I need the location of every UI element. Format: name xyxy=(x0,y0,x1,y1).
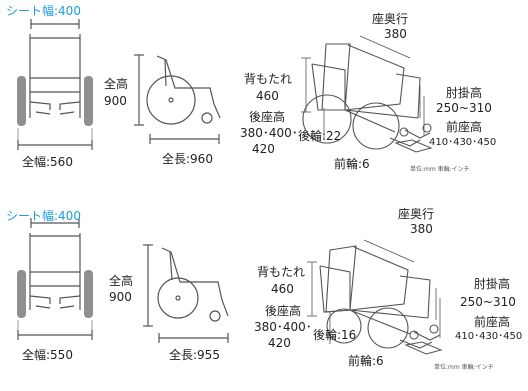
seat-width-label: シート幅:400 xyxy=(6,209,81,223)
unit-note: 単位:mm 車輪:インチ xyxy=(410,166,470,173)
side-view-drawing xyxy=(143,244,229,343)
seat-height-values: 380･400･ xyxy=(254,320,312,334)
seat-depth-label: 座奥行 xyxy=(398,207,435,221)
seat-height-label: 後座高 xyxy=(249,110,286,124)
armrest-height-value: 250~310 xyxy=(460,295,516,309)
armrest-height-label: 肘掛高 xyxy=(446,86,483,100)
front-seat-height-label: 前座高 xyxy=(474,315,511,329)
total-height-value: 900 xyxy=(109,290,132,304)
wheelchair-spec-panel-1: シート幅:400 全幅:560 全高 900 全長:960 座奥行 380 背も… xyxy=(0,0,528,190)
full-width-label: 全幅:560 xyxy=(22,155,73,169)
total-height-label: 全高 xyxy=(109,274,134,288)
wheelchair-diagrams xyxy=(17,218,443,355)
seat-height-label: 後座高 xyxy=(265,304,302,318)
rear-wheel-label: 後輪:16 xyxy=(313,328,357,342)
front-wheel-label: 前輪:6 xyxy=(334,157,370,171)
rear-wheel-label: 後輪:22 xyxy=(298,129,342,143)
wheelchair-diagrams xyxy=(17,19,433,153)
perspective-view-drawing xyxy=(307,239,443,355)
full-width-label: 全幅:550 xyxy=(22,348,73,362)
back-height-label: 背もたれ xyxy=(244,72,293,86)
wheelchair-spec-panel-2: シート幅:400 全幅:550 全高 900 全長:955 座奥行 380 背も… xyxy=(0,198,528,388)
front-wheel-label: 前輪:6 xyxy=(348,354,384,368)
seat-depth-value: 380 xyxy=(410,222,433,236)
back-height-value: 460 xyxy=(271,282,294,296)
total-height-value: 900 xyxy=(104,94,127,108)
perspective-view-drawing xyxy=(301,35,433,153)
back-height-label: 背もたれ xyxy=(257,265,306,279)
front-seat-height-label: 前座高 xyxy=(446,120,483,134)
armrest-height-label: 肘掛高 xyxy=(474,277,511,291)
front-view-drawing xyxy=(17,218,93,340)
front-seat-height-value: 410･430･450 xyxy=(429,137,497,148)
side-view-drawing xyxy=(134,54,221,144)
full-length-label: 全長:960 xyxy=(162,152,213,166)
seat-height-value-2: 420 xyxy=(268,336,291,350)
seat-width-label: シート幅:400 xyxy=(6,4,81,18)
seat-depth-value: 380 xyxy=(384,27,407,41)
back-height-value: 460 xyxy=(256,89,279,103)
seat-height-values: 380･400･ xyxy=(240,126,298,140)
front-seat-height-value: 410･430･450 xyxy=(455,331,523,342)
seat-height-value-2: 420 xyxy=(252,142,275,156)
unit-note: 単位:mm 車輪:インチ xyxy=(434,364,494,371)
full-length-label: 全長:955 xyxy=(169,348,220,362)
seat-depth-label: 座奥行 xyxy=(372,12,409,26)
front-view-drawing xyxy=(17,19,93,150)
armrest-height-value: 250~310 xyxy=(436,101,492,115)
total-height-label: 全高 xyxy=(104,77,129,91)
